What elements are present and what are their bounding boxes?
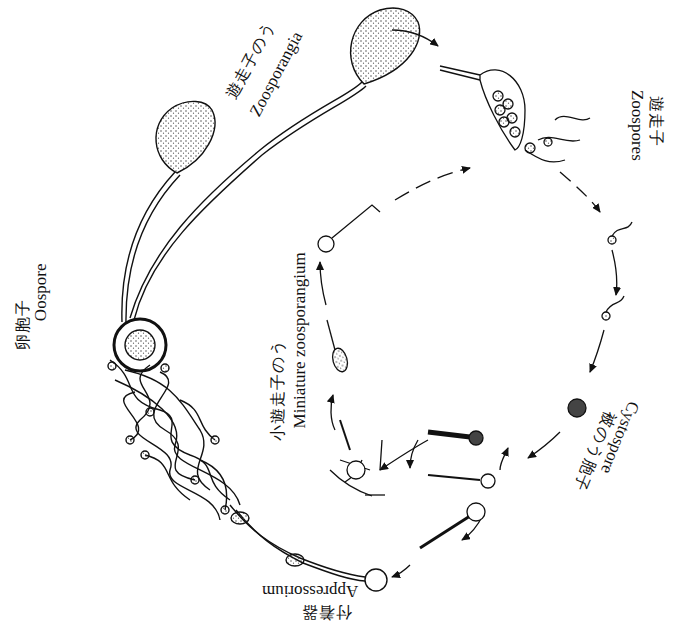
stage-label-ja: 卵胞子 [13, 300, 31, 351]
stage-label-en: Miniature zoosporangium [291, 252, 310, 428]
stage-label-ja: 遊走子 [647, 97, 665, 148]
stage-label-en: Zoospores [627, 90, 646, 161]
stage-label-en: Oospore [33, 263, 52, 321]
stage-label-en: Appressorium [262, 581, 358, 600]
stage-label-ja: 小遊走子のう [269, 339, 287, 441]
stage-label-ja: 付着器 [301, 603, 352, 621]
